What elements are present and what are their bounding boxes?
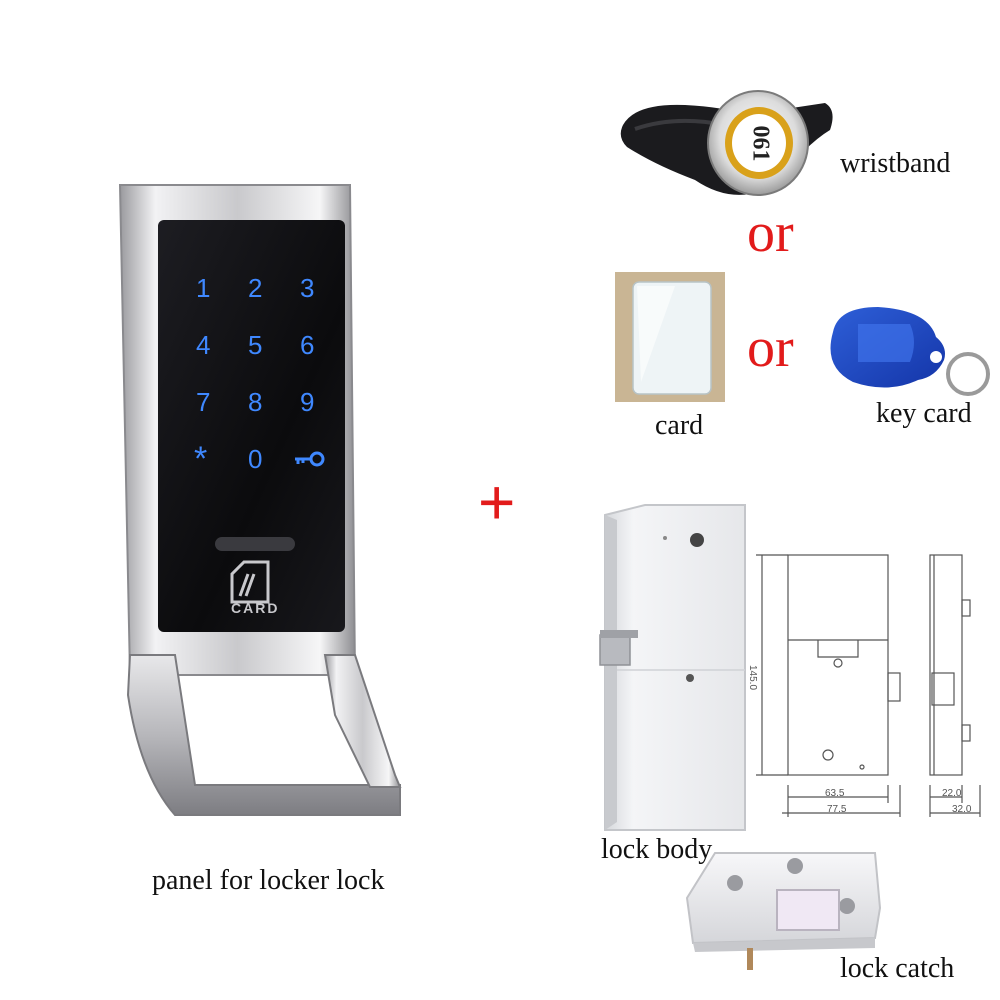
key-fob-image: [830, 307, 990, 396]
dim-depth-inner: 22.0: [942, 788, 962, 799]
key-star: *: [194, 440, 208, 478]
key-6: 6: [300, 330, 315, 360]
key-8: 8: [248, 387, 263, 417]
dim-depth-outer: 32.0: [952, 804, 972, 815]
lock-body-image: [599, 504, 746, 831]
key-5: 5: [248, 330, 263, 360]
wristband-image: [620, 90, 833, 196]
key-0: 0: [248, 444, 263, 474]
dim-width-inner: 63.5: [825, 788, 845, 799]
key-card-label: key card: [876, 398, 972, 429]
lock-body-diagram: [756, 554, 981, 817]
key-2: 2: [248, 273, 263, 303]
key-9: 9: [300, 387, 315, 417]
key-icon: [295, 451, 325, 467]
key-1: 1: [196, 273, 211, 303]
or-separator-2: or: [747, 317, 794, 379]
wristband-label: wristband: [840, 148, 951, 179]
card-label: card: [655, 410, 704, 441]
card-reader-label: CARD: [231, 600, 280, 616]
key-3: 3: [300, 273, 315, 303]
lock-catch-label: lock catch: [840, 953, 955, 984]
plus-sign: +: [478, 466, 516, 538]
key-4: 4: [196, 330, 211, 360]
panel-label: panel for locker lock: [152, 865, 385, 896]
keypad-grid: 1 2 3 4 5 6 7 8 9 * 0: [170, 265, 340, 478]
lock-body-label: lock body: [601, 834, 713, 865]
lock-catch-image: [685, 852, 882, 970]
card-image: [615, 272, 725, 402]
wristband-number: 061: [747, 125, 774, 162]
dim-width-outer: 77.5: [827, 804, 847, 815]
dim-height: 145.0: [747, 664, 759, 691]
or-separator-1: or: [747, 202, 794, 264]
key-7: 7: [196, 387, 211, 417]
keypad-panel-image: [118, 184, 402, 816]
